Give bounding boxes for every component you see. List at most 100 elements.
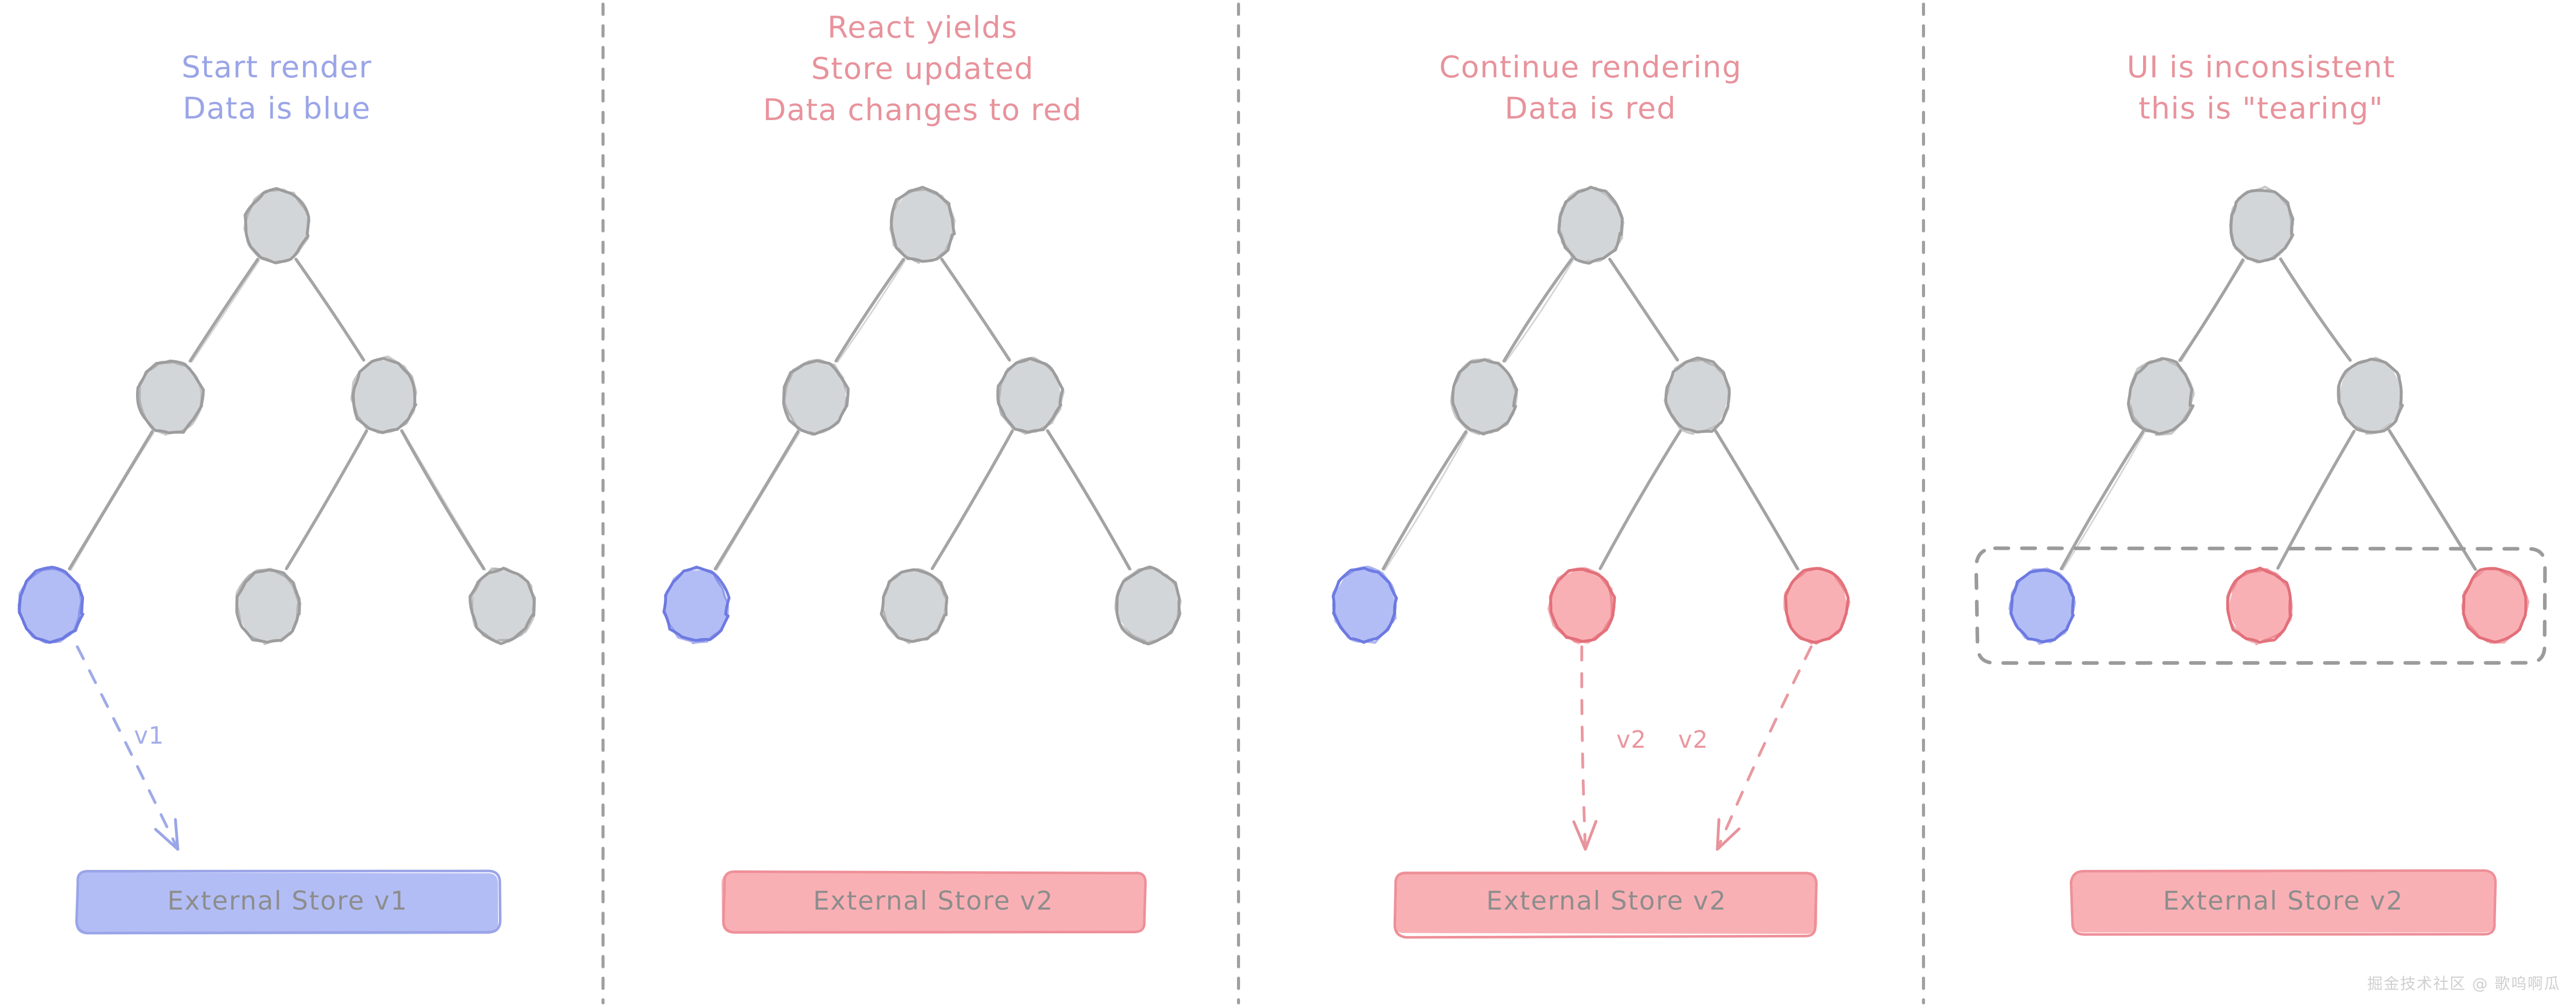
- node-fill: [139, 360, 203, 434]
- box-outline: [1974, 546, 2547, 665]
- panel-4-edge-5: [2387, 429, 2477, 571]
- node-outline-b: [2127, 358, 2195, 436]
- store-boxes: [75, 869, 2497, 939]
- node-outline-b: [471, 567, 536, 643]
- panel-2-edge-3-echo: [716, 432, 800, 571]
- panel-2-edge-3: [713, 430, 800, 570]
- node-outline-b: [881, 568, 948, 645]
- panel-1-edge-5: [400, 429, 486, 570]
- store-arrows: [76, 645, 1813, 851]
- node-outline-b: [1332, 565, 1397, 644]
- panel-4-edge-3-echo: [2062, 432, 2146, 571]
- panel-4-node-midR: [2337, 357, 2404, 435]
- box-outline: [1393, 871, 1818, 939]
- panel-2-node-leaf1: [662, 565, 731, 645]
- panel-4-edge-2: [2279, 257, 2352, 362]
- panel-1-edge-3-echo: [70, 432, 155, 571]
- node-outline-a: [2226, 566, 2293, 644]
- node-fill: [1559, 189, 1622, 261]
- panel-1-edge-1-echo: [191, 259, 260, 363]
- panel-1-arrow-1: [76, 645, 179, 851]
- panel-3-node-midL: [1450, 358, 1518, 436]
- tree-edges: [68, 257, 2478, 571]
- node-fill: [350, 359, 416, 434]
- node-outline-b: [1547, 567, 1613, 645]
- panel-3-arrow-1: [1580, 645, 1587, 851]
- panel-1-edge-1: [189, 258, 260, 363]
- panel-1-node-leaf1: [17, 565, 85, 644]
- panel-2-node-root: [889, 186, 956, 264]
- panel-3-store-box: [1393, 871, 1818, 939]
- panel-4-node-leaf3: [2461, 567, 2530, 644]
- node-fill: [1549, 568, 1616, 644]
- panel-4-store-box: [2069, 869, 2497, 936]
- panel-4-edge-5-echo: [2389, 430, 2478, 571]
- box-fill: [75, 872, 498, 935]
- panel-4-tearing-box: [1974, 546, 2547, 665]
- panel-1-node-leaf2: [235, 567, 302, 645]
- node-outline-b: [18, 567, 83, 644]
- panel-3-edge-3: [1381, 430, 1468, 570]
- node-fill: [2228, 568, 2293, 641]
- panel-3-node-root: [1557, 186, 1625, 265]
- panel-1-node-leaf3: [469, 566, 536, 645]
- node-fill: [236, 568, 302, 642]
- panel-3-edge-3-echo: [1384, 432, 1468, 571]
- node-fill: [1784, 568, 1850, 642]
- tearing-highlight-box: [1974, 546, 2547, 665]
- panel-1-node-root: [243, 187, 311, 264]
- panel-1-arrowhead-1: [154, 818, 179, 851]
- node-outline-b: [138, 361, 203, 436]
- panel-2-store-box: [721, 870, 1147, 934]
- node-fill: [245, 188, 309, 263]
- panel-4-node-leaf2: [2226, 566, 2293, 646]
- node-outline-b: [350, 355, 417, 433]
- panel-1-node-midL: [136, 359, 205, 436]
- panel-3-node-leaf3: [1783, 566, 1851, 645]
- node-fill: [2229, 189, 2295, 262]
- node-fill: [471, 567, 536, 643]
- box-fill: [721, 872, 1145, 934]
- node-fill: [17, 568, 83, 644]
- node-outline-b: [2229, 186, 2293, 264]
- node-fill: [2461, 568, 2527, 643]
- box-outline: [722, 870, 1147, 934]
- node-fill: [1332, 567, 1397, 642]
- node-outline-b: [889, 188, 956, 264]
- panel-3-arrowhead-2: [1716, 818, 1741, 851]
- panel-1-store-box: [75, 869, 502, 935]
- panel-4-node-root: [2229, 186, 2295, 264]
- panel-2-node-leaf2: [880, 568, 949, 645]
- panel-4-edge-4: [2276, 429, 2356, 570]
- panel-1-edge-3: [68, 430, 154, 570]
- panel-1-node-midR: [350, 355, 417, 434]
- panel-3-arrowhead-1: [1572, 820, 1598, 851]
- node-outline-b: [663, 567, 729, 645]
- panel-4-edge-3: [2060, 430, 2145, 570]
- panel-2-node-leaf3: [1114, 565, 1182, 646]
- panel-3-edge-1: [1502, 258, 1574, 363]
- panel-dividers: [601, 3, 1925, 1004]
- panel-1-edge-4: [285, 429, 369, 570]
- node-fill: [2339, 359, 2403, 433]
- panel-3-edge-5: [1714, 429, 1799, 570]
- node-outline-b: [2226, 568, 2293, 646]
- tree-nodes: [17, 186, 2530, 646]
- node-fill: [2130, 360, 2193, 433]
- node-outline-b: [2462, 567, 2530, 644]
- box-fill: [2072, 870, 2496, 933]
- box-fill: [1394, 871, 1817, 934]
- panel-2-edge-4: [930, 429, 1014, 570]
- panel-2-node-midL: [782, 359, 850, 436]
- box-outline: [75, 869, 502, 935]
- node-outline-b: [1557, 187, 1625, 263]
- panel-2-edge-5: [1046, 429, 1131, 570]
- node-fill: [1452, 361, 1517, 434]
- node-outline-b: [1783, 566, 1851, 645]
- panel-3-arrow-2: [1716, 645, 1813, 851]
- panel-3-edge-2: [1608, 258, 1679, 362]
- node-outline-b: [1114, 566, 1182, 645]
- panel-4-node-leaf1: [2008, 567, 2076, 645]
- panel-3-node-leaf1: [1331, 565, 1398, 644]
